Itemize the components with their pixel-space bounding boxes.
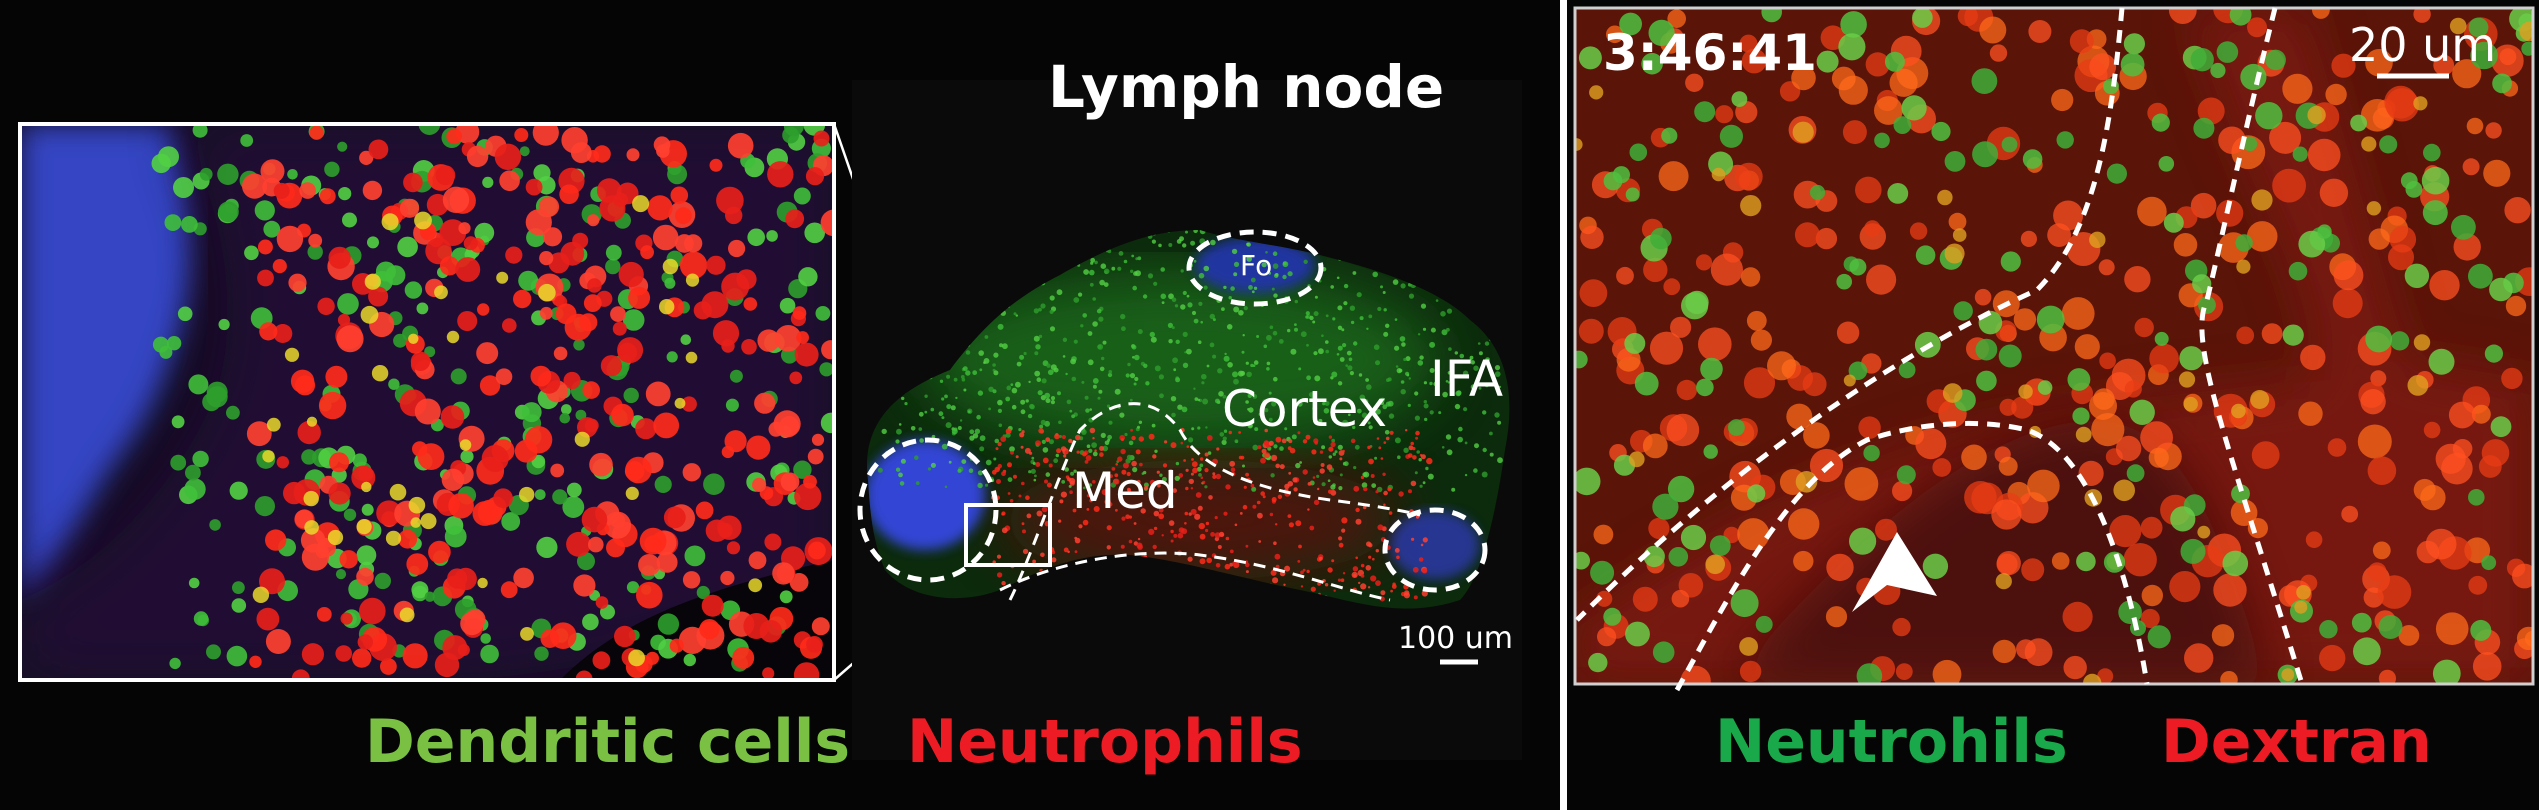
left-microscopy-canvas — [18, 122, 1510, 682]
left-figure-panel: Lymph node Fo Cortex IFA Med 100 um Dend… — [0, 0, 1560, 810]
legend-dextran: Dextran — [2161, 707, 2432, 777]
roi-box — [964, 503, 1052, 567]
medulla-upper-outline — [1008, 402, 1421, 601]
lymph-node-image — [866, 230, 1510, 609]
inset-zoom-image — [20, 124, 834, 680]
right-follicle-outline — [1382, 507, 1488, 593]
ifa-label: IFA — [1430, 350, 1504, 408]
vessel-outlines — [1575, 7, 2305, 692]
follicle-label: Fo — [1240, 249, 1273, 282]
right-figure-panel: 3:46:41 20 um Neutrohils Dextran — [1567, 0, 2539, 810]
timestamp: 3:46:41 — [1603, 24, 1817, 82]
follicle-outline — [1186, 229, 1324, 307]
legend-dendritic-cells: Dendritic cells — [365, 707, 851, 777]
right-microscopy-canvas — [1573, 6, 2535, 692]
region-outlines — [857, 229, 1488, 593]
cortex-label: Cortex — [1222, 380, 1388, 438]
left-scale-bar-label: 100 um — [1398, 621, 1514, 656]
medulla-label: Med — [1072, 462, 1178, 520]
right-timelapse-image — [1575, 8, 2533, 684]
arrowhead-marker — [1852, 532, 1937, 612]
left-follicle-outline — [857, 437, 999, 583]
inset-frame — [18, 122, 836, 682]
lymph-node-title: Lymph node — [1048, 53, 1445, 121]
right-scale-bar-label: 20 um — [2349, 18, 2497, 72]
medulla-lower-outline — [999, 551, 1391, 602]
legend-neutrohils: Neutrohils — [1715, 707, 2068, 777]
legend-neutrophils: Neutrophils — [907, 707, 1303, 777]
